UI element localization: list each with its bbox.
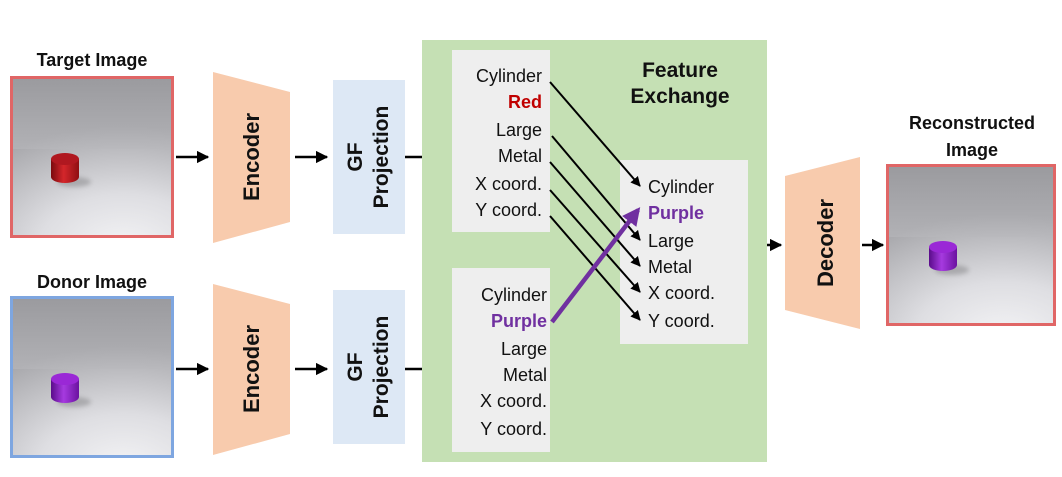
- target-feature-material: Metal: [497, 146, 542, 166]
- target-feature-size: Large: [495, 120, 542, 140]
- target-feature-color: Red: [507, 92, 542, 112]
- donor-feature-material: Metal: [502, 365, 547, 385]
- encoder-top-shape: [213, 72, 290, 243]
- exchanged-features-box: [620, 160, 748, 344]
- feature-exchange-title: Feature Exchange: [600, 58, 760, 110]
- donor-feature-shape: Cylinder: [480, 285, 547, 305]
- feature-exchange-line2: Exchange: [630, 85, 730, 108]
- decoder-label: Decoder: [813, 198, 838, 288]
- gf-projection-top: [333, 80, 405, 234]
- gf-projection-bottom: [333, 290, 405, 444]
- red-cylinder: [51, 153, 91, 187]
- target-feature-y: Y coord.: [475, 200, 542, 220]
- reconstructed-image-label: Reconstructed Image: [886, 110, 1058, 164]
- reconstructed-label-line2: Image: [945, 140, 999, 160]
- reconstructed-label-line1: Reconstructed: [908, 113, 1036, 133]
- decoder-shape: [785, 157, 860, 329]
- target-image-label: Target Image: [36, 50, 148, 70]
- purple-cylinder: [51, 373, 91, 407]
- reconstructed-image: [886, 164, 1056, 326]
- donor-feature-x: X coord.: [479, 391, 547, 411]
- exchanged-feature-y: Y coord.: [648, 311, 715, 331]
- target-features-box: [452, 50, 550, 232]
- donor-feature-color: Purple: [490, 311, 547, 331]
- reconstructed-purple-cylinder: [929, 241, 969, 275]
- donor-image: [10, 296, 174, 458]
- feature-exchange-line1: Feature: [642, 59, 718, 82]
- exchange-arrow-shape: [549, 81, 641, 187]
- exchange-arrow-x: [549, 189, 641, 293]
- exchanged-feature-material: Metal: [648, 257, 693, 277]
- exchanged-feature-shape: Cylinder: [648, 177, 715, 197]
- donor-image-label: Donor Image: [36, 272, 147, 292]
- donor-feature-size: Large: [500, 339, 547, 359]
- exchange-arrow-material: [549, 161, 641, 267]
- exchanged-feature-x: X coord.: [648, 283, 716, 303]
- donor-features-box: [452, 268, 550, 452]
- target-feature-shape: Cylinder: [475, 66, 542, 86]
- encoder-bottom-shape: [213, 284, 290, 455]
- target-feature-x: X coord.: [474, 174, 542, 194]
- donor-feature-y: Y coord.: [480, 419, 547, 439]
- target-image: [10, 76, 174, 238]
- exchanged-feature-color: Purple: [648, 203, 705, 223]
- exchange-arrow-color: [550, 207, 641, 324]
- exchanged-feature-size: Large: [648, 231, 695, 251]
